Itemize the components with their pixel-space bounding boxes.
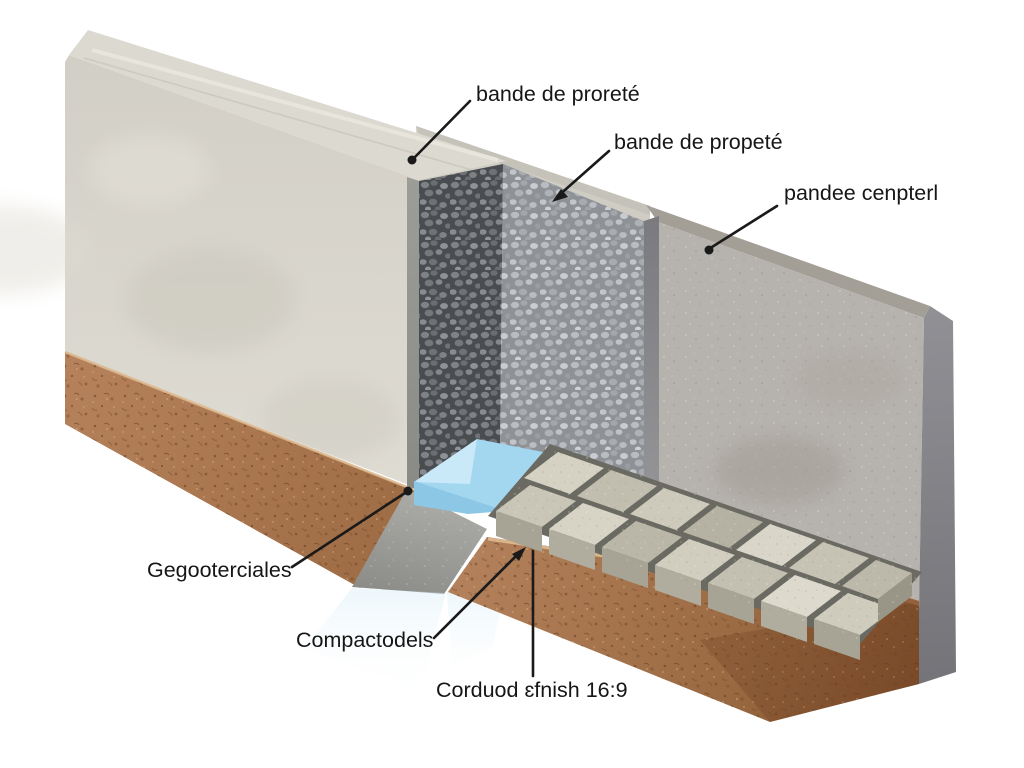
soil-block-texture <box>448 537 919 722</box>
leader-compactodels <box>432 549 523 640</box>
insulation-front-edge <box>414 481 506 514</box>
water-wash-left <box>305 588 446 692</box>
left-wall-cut-edge <box>407 177 419 491</box>
paver-texture <box>488 444 922 644</box>
leader-dot <box>407 155 417 165</box>
wall-stain <box>90 134 210 206</box>
leader-bande-de-propete <box>555 149 611 199</box>
label-corduod-efnish: Corduod ɛfnish 16:9 <box>436 678 628 702</box>
wall-stain <box>260 378 400 462</box>
leader-lines <box>290 99 779 678</box>
label-bande-de-propete: bande de propeté <box>614 130 783 154</box>
ground <box>64 350 512 692</box>
top-groove-line <box>83 57 473 171</box>
soil-strip-top-line <box>64 350 418 493</box>
label-pandee-cenpterl: pandee cenpterl <box>784 181 938 205</box>
cavity-right-edge-band <box>644 216 659 500</box>
leader-arrowhead <box>552 189 568 202</box>
label-gegooterciales: Gegooterciales <box>147 558 292 582</box>
leader-pandee-cenpterl <box>710 204 779 249</box>
leader-gegooterciales <box>290 491 407 569</box>
paver-course <box>488 444 922 660</box>
leader-dot <box>704 245 714 255</box>
left-wall <box>0 30 506 491</box>
wall-stain <box>125 248 295 352</box>
labels: bande de proreté bande de propeté pandee… <box>147 82 938 702</box>
right-wall-top-band <box>646 205 930 318</box>
gravel-dark-texture <box>419 164 503 484</box>
gravel-light-texture <box>500 164 650 485</box>
leader-bande-de-prorete <box>413 99 472 159</box>
gravel-fill <box>419 164 659 500</box>
back-wall-top-edge-shade <box>416 126 650 215</box>
right-wall-stain <box>715 436 845 504</box>
wall-stain <box>0 205 90 295</box>
insulation-facet <box>414 439 477 484</box>
right-wall-side-edge <box>919 306 956 684</box>
label-bande-de-prorete: bande de proreté <box>476 82 640 106</box>
label-compactodels: Compactodels <box>296 628 433 652</box>
ramp-texture <box>352 489 487 594</box>
soil-strip-texture <box>65 352 430 588</box>
leader-arrowhead <box>512 547 526 561</box>
right-wall-stain <box>795 352 905 408</box>
leader-dot <box>403 486 413 496</box>
